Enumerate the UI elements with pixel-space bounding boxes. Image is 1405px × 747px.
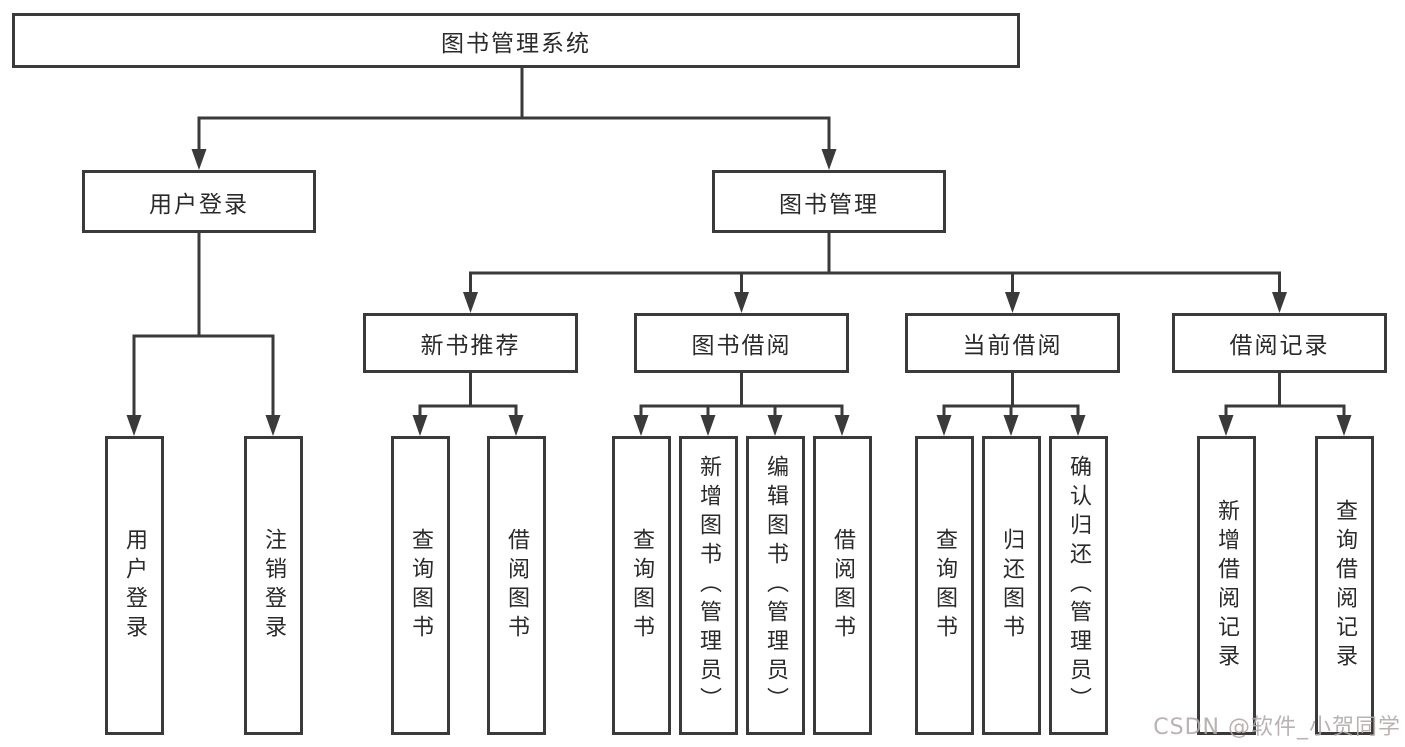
leaf-recommend-borrow-books: 借阅图书 [486, 436, 546, 735]
leaf-current-query-books: 查询图书 [914, 436, 974, 735]
leaf-add-borrow-record: 新增借阅记录 [1196, 436, 1256, 735]
node-new-book-recommend: 新书推荐 [363, 313, 578, 373]
leaf-confirm-return-admin: 确认归还（管理员） [1048, 436, 1108, 735]
leaf-recommend-query-books: 查询图书 [390, 436, 450, 735]
leaf-logout: 注销登录 [243, 436, 303, 735]
arrowhead-icons [126, 149, 1352, 436]
leaf-return-books: 归还图书 [981, 436, 1041, 735]
node-library-management-system: 图书管理系统 [12, 13, 1020, 68]
leaf-add-books-admin: 新增图书（管理员） [678, 436, 738, 735]
leaf-edit-books-admin: 编辑图书（管理员） [745, 436, 805, 735]
node-user-login: 用户登录 [82, 170, 316, 233]
csdn-watermark: CSDN @软件_小贺同学 [1153, 715, 1401, 740]
node-borrowing-records: 借阅记录 [1172, 313, 1387, 373]
leaf-borrow-query-books: 查询图书 [611, 436, 671, 735]
node-current-borrowing: 当前借阅 [905, 313, 1120, 373]
leaf-query-borrow-record: 查询借阅记录 [1314, 436, 1374, 735]
node-book-borrowing: 图书借阅 [634, 313, 849, 373]
leaf-borrow-books: 借阅图书 [812, 436, 872, 735]
leaf-user-login: 用户登录 [104, 436, 164, 735]
node-book-management: 图书管理 [712, 170, 946, 233]
